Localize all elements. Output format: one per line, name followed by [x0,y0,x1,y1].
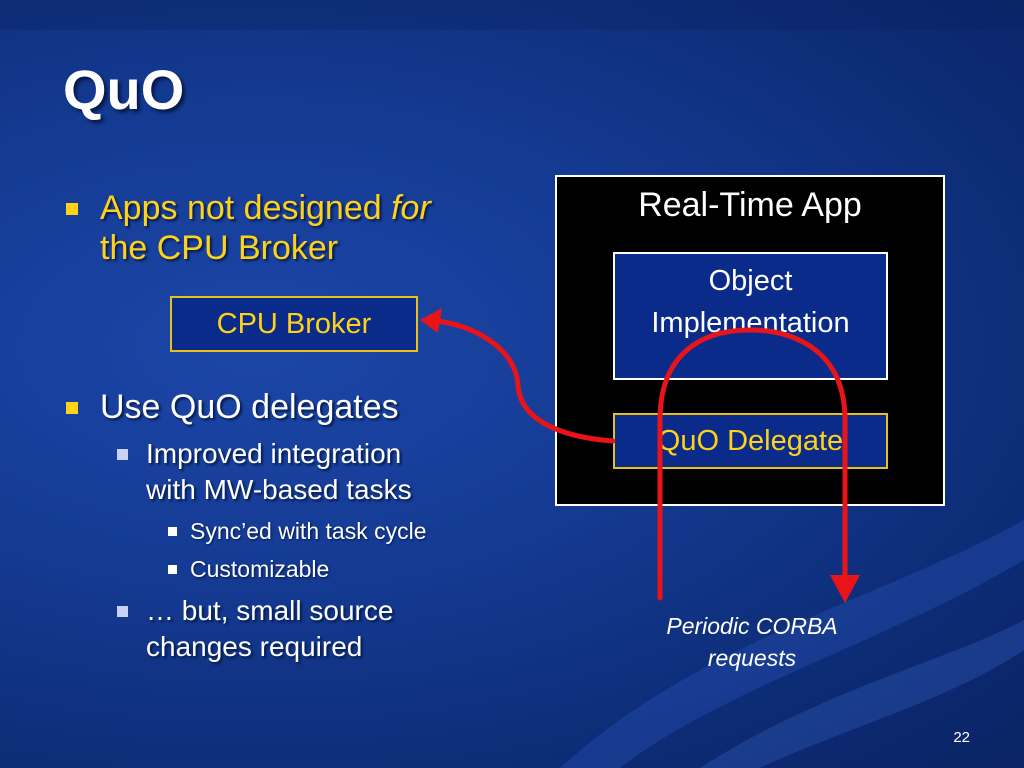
arrowhead-down-icon [830,575,860,603]
object-implementation-line2: Implementation [651,307,850,339]
caption-line2: requests [707,645,797,671]
bullet-text: Use QuO delegates [100,388,399,426]
subbullet-text-line2: with MW-based tasks [146,474,412,505]
subsubbullet-square-icon [168,565,177,574]
bullet-square-icon [66,203,78,215]
object-implementation-label: Object Implementation [613,260,888,344]
bullet-text-emphasis: for [391,189,431,227]
subbullet-text-line2: changes required [146,631,363,662]
bullet-text-part1: Apps not designed [100,189,392,227]
subsubbullet-square-icon [168,527,177,536]
subbullet-text-line1: Improved integration [146,438,402,469]
bullet-apps-not-designed: Apps not designed for the CPU Broker [66,188,540,268]
caption-line1: Periodic CORBA [666,613,838,639]
subsubbullet-text: Sync’ed with task cycle [190,518,427,544]
page-number: 22 [953,729,970,746]
quo-delegate-box: QuO Delegate [613,413,888,469]
subbullet-square-icon [117,606,128,617]
subbullet-square-icon [117,449,128,460]
cpu-broker-box: CPU Broker [170,296,418,352]
subsubbullet-text: Customizable [190,556,330,582]
bullet-square-icon [66,402,78,414]
arrowhead-cpu-broker-icon [420,308,442,333]
subbullet-text-line1: … but, small source [146,595,394,626]
bullet-text-part2: the CPU Broker [100,229,339,267]
slide-title: QuO [63,58,185,121]
subbullet-small-source-changes: … but, small source changes required [117,593,526,665]
subsubbullet-customizable: Customizable [168,550,520,588]
bullet-use-quo-delegates: Use QuO delegates [66,387,520,427]
periodic-corba-caption: Periodic CORBA requests [620,610,884,674]
subsubbullet-synced: Sync’ed with task cycle [168,512,520,550]
object-implementation-line1: Object [708,265,793,297]
real-time-app-label: Real-Time App [638,186,862,224]
subbullet-improved-integration: Improved integration with MW-based tasks [117,436,526,508]
